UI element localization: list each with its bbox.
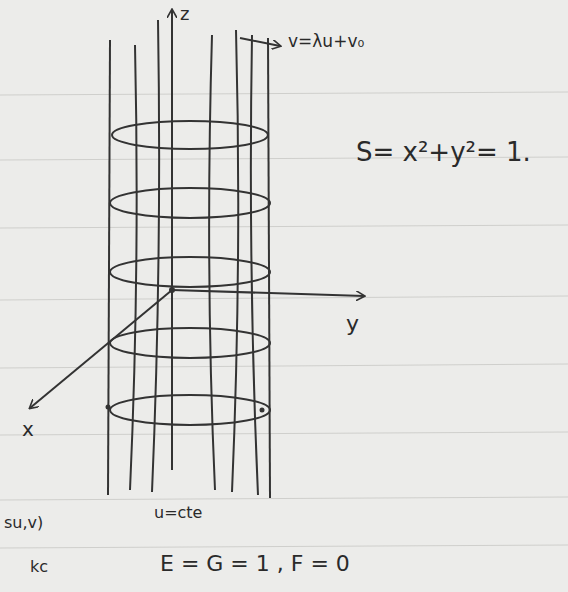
axes	[30, 10, 364, 470]
metric-coefficients: E = G = 1 , F = 0	[160, 552, 350, 576]
axis-label: x	[22, 418, 34, 440]
axis-label: z	[180, 4, 189, 24]
dots	[106, 287, 265, 413]
surface-equation: S= x²+y²= 1.	[356, 138, 531, 167]
curve-label: u=cte	[154, 504, 202, 522]
note: kc	[30, 558, 48, 576]
curve-label: v=λu+v₀	[288, 32, 364, 51]
ruled-lines	[0, 92, 568, 548]
axis-label: y	[346, 312, 359, 336]
cylinder	[108, 20, 270, 498]
note: su,v)	[4, 514, 43, 532]
